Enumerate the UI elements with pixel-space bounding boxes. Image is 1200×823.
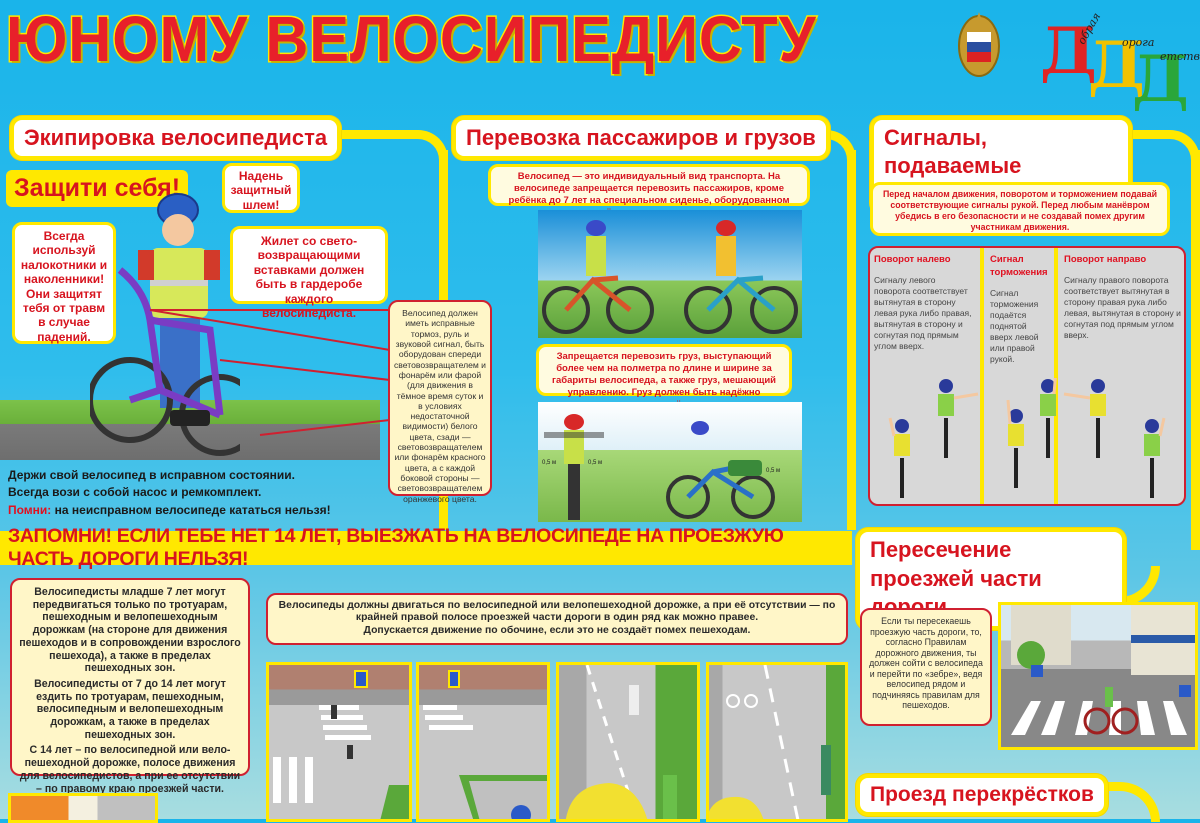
pointer-lines xyxy=(149,309,391,436)
connector-rail xyxy=(320,130,448,160)
dobraya-doroga-detstva-logo: Д Д Д обрая орога етства xyxy=(1036,6,1200,111)
column-divider xyxy=(1054,248,1058,504)
connector-rail xyxy=(810,130,856,160)
signal-braking-text: Сигнал торможения подаётся поднятой ввер… xyxy=(990,287,1039,364)
bike-path-scene-1 xyxy=(556,662,700,822)
rule-from-14: С 14 лет – по велосипедной или вело-пеше… xyxy=(19,744,241,795)
shoulder-rule: Допускается движение по обочине, если эт… xyxy=(363,624,751,636)
dd-letter-green: Д xyxy=(1132,42,1189,117)
dd-letter-yellow: Д xyxy=(1088,28,1145,103)
section-title-equipment: Экипировка велосипедиста xyxy=(10,116,342,160)
rule-7-to-14: Велосипедисты от 7 до 14 лет могут ездит… xyxy=(34,677,226,741)
cargo-bikes-illustration: 0,5 м 0,5 м 0,5 м xyxy=(538,402,802,522)
svg-text:0,5 м: 0,5 м xyxy=(542,460,556,466)
movement-rule: Велосипеды должны двигаться по велосипед… xyxy=(278,600,836,624)
section-title-intersections: Проезд перекрёстков xyxy=(856,774,1108,817)
rule-under-7: Велосипедисты младше 7 лет могут передви… xyxy=(19,586,241,675)
bike-path-scene-2 xyxy=(706,662,848,822)
age-rules-box: Велосипедисты младше 7 лет могут передви… xyxy=(10,578,250,795)
dd-word-2: орога xyxy=(1122,36,1155,49)
dd-letter-red: Д xyxy=(1040,14,1097,89)
hand-signal-cyclists-illustration xyxy=(888,378,1166,498)
protect-yourself-tag: Защити себя! xyxy=(6,170,189,207)
passengers-note: Велосипед — это индивидуальный вид транс… xyxy=(488,164,810,218)
signal-braking: Сигнал торможения Сигнал торможения пода… xyxy=(986,248,1054,504)
passenger-bikes-illustration xyxy=(538,210,802,338)
remember-label: Помни: xyxy=(8,502,52,517)
helmet-bubble: Надень защитный шлем! xyxy=(222,163,300,213)
connector-rail xyxy=(1120,130,1200,160)
gibdd-emblem-icon xyxy=(956,6,1002,82)
footnote-line-2: Всегда вози с собой насос и ремкомплект. xyxy=(8,485,262,500)
signal-right-turn: Поворот направо Сигналу правого поворота… xyxy=(1060,248,1184,504)
connector-rail xyxy=(847,150,856,530)
signal-left-turn-heading: Поворот налево xyxy=(874,254,951,265)
connector-rail xyxy=(1100,782,1160,822)
cargo-note: Запрещается перевозить груз, выступающий… xyxy=(536,344,792,410)
city-street-photo xyxy=(8,793,158,823)
signal-left-turn-text: Сигналу левого поворота соответствует вы… xyxy=(874,274,972,352)
age-warning-banner: ЗАПОМНИ! ЕСЛИ ТЕБЕ НЕТ 14 ЛЕТ, ВЫЕЗЖАТЬ … xyxy=(0,525,852,570)
pads-bubble: Всегда используй налокотники и наколенни… xyxy=(12,222,116,344)
signal-left-turn: Поворот налево Сигналу левого поворота с… xyxy=(870,248,978,504)
svg-text:0,5 м: 0,5 м xyxy=(588,460,602,466)
footnote-line-3: Помни: на неисправном велосипеде кататьс… xyxy=(8,502,331,519)
zebra-crossing-illustration xyxy=(998,602,1198,750)
svg-text:0,5 м: 0,5 м xyxy=(766,468,780,474)
signals-intro: Перед началом движения, поворотом и торм… xyxy=(870,182,1170,236)
equipment-footnote: Держи свой велосипед в исправном состоян… xyxy=(8,467,331,519)
footnote-line-3-text: на неисправном велосипеде кататься нельз… xyxy=(54,502,331,517)
bike-requirements-box: Велосипед должен иметь исправные тормоз,… xyxy=(388,300,492,504)
boy-with-bicycle-illustration xyxy=(87,190,261,460)
poster-title: ЮНОМУ ВЕЛОСИПЕДИСТУ xyxy=(5,2,817,77)
connector-rail xyxy=(1191,150,1200,550)
vest-bubble: Жилет со свето-возвращающими вставками д… xyxy=(230,226,388,320)
crossing-rule-box: Если ты пересекаешь проезжую часть дорог… xyxy=(860,608,992,726)
dd-word-3: етства xyxy=(1160,50,1200,63)
movement-rule-box: Велосипеды должны двигаться по велосипед… xyxy=(266,593,848,645)
section-title-transport: Перевозка пассажиров и грузов xyxy=(452,116,830,160)
crosswalk-scene-2 xyxy=(416,662,550,822)
crosswalk-scene-1 xyxy=(266,662,412,822)
signal-braking-heading: Сигнал торможения xyxy=(990,254,1048,278)
footnote-line-1: Держи свой велосипед в исправном состоян… xyxy=(8,468,295,482)
signal-right-turn-heading: Поворот направо xyxy=(1064,254,1147,265)
column-divider xyxy=(980,248,984,504)
signal-right-turn-text: Сигналу правого поворота соответствует в… xyxy=(1064,274,1181,341)
signals-panel: Поворот налево Сигналу левого поворота с… xyxy=(868,246,1186,506)
